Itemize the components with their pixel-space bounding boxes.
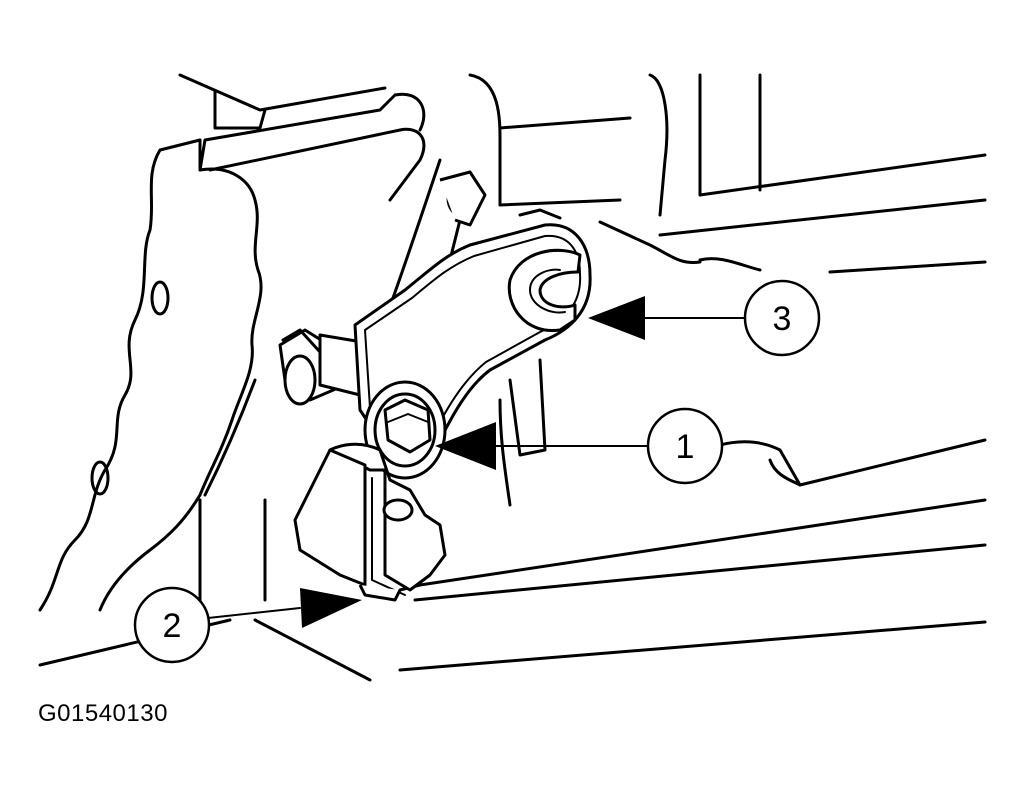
figure-id-label: G01540130 xyxy=(38,700,168,727)
callout-1: 1 xyxy=(646,407,724,485)
callout-label-1: 1 xyxy=(676,428,695,466)
callout-3: 3 xyxy=(743,279,821,357)
callout-arrow-2 xyxy=(300,588,362,628)
callout-label-3: 3 xyxy=(773,300,792,338)
callout-arrow-3 xyxy=(588,296,645,340)
callout-arrow-1 xyxy=(435,422,496,470)
pivot-nut xyxy=(363,380,447,480)
callout-label-2: 2 xyxy=(163,607,182,645)
callout-arrows xyxy=(207,296,746,628)
callout-2: 2 xyxy=(133,586,211,664)
lower-bracket xyxy=(293,442,447,602)
transmission-case xyxy=(38,73,426,612)
